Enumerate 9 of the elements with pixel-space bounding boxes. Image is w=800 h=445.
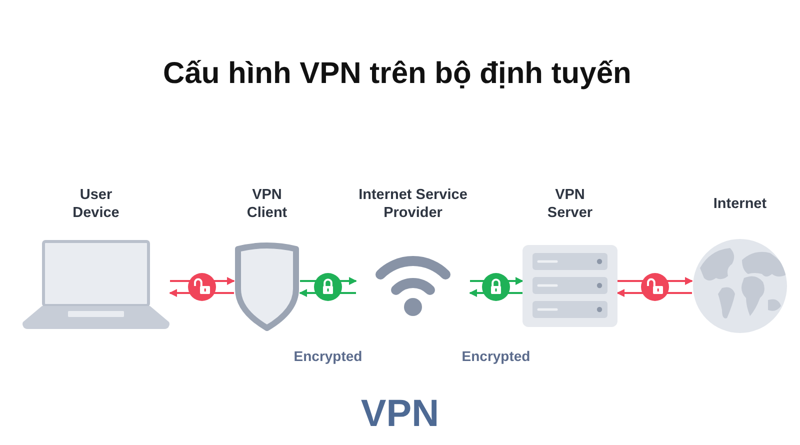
title: Cấu hình VPN trên bộ định tuyến — [163, 56, 632, 92]
node-label: VPN Client — [246, 186, 288, 222]
node-label: VPN Server — [546, 186, 594, 222]
caption: VPN — [360, 392, 440, 436]
annotation-text: Encrypted — [462, 347, 530, 365]
node-label: Internet — [713, 195, 767, 213]
annotation-text: Encrypted — [294, 347, 362, 365]
node-label: Internet Service Provider — [358, 186, 468, 222]
node-label: User Device — [72, 186, 120, 222]
